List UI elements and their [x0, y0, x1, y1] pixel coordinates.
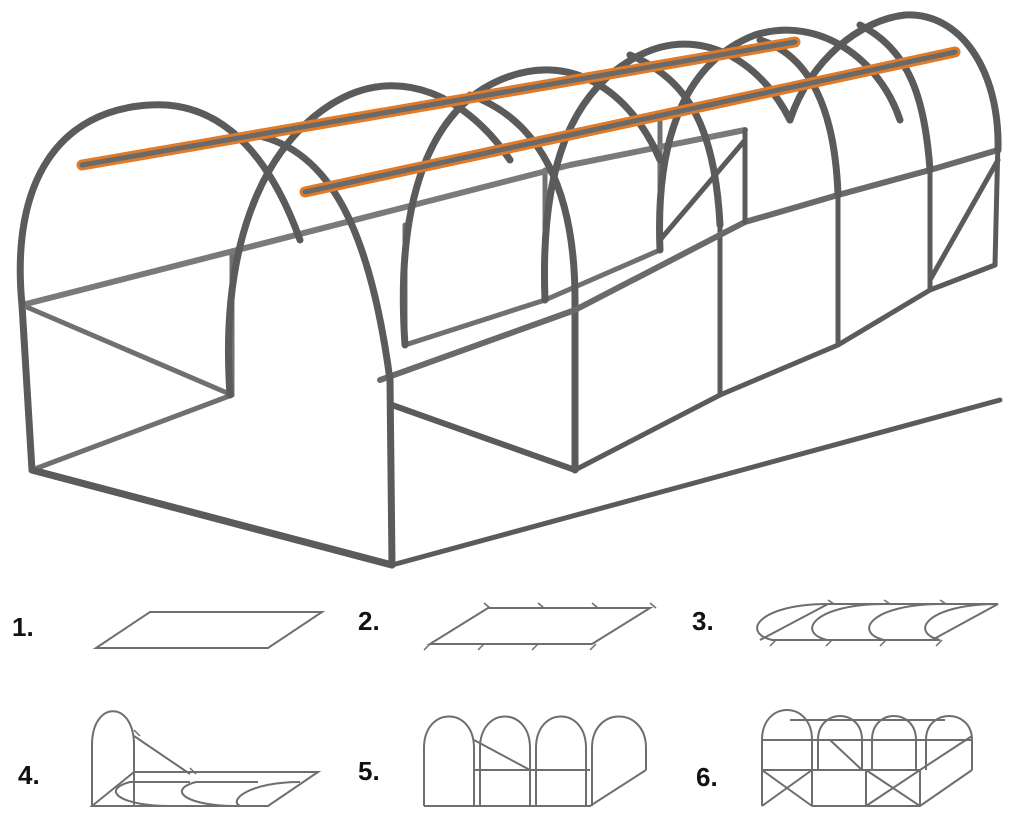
step-schematics: [89, 599, 999, 807]
base-frame: [18, 252, 1003, 569]
lower-rails: [28, 247, 998, 569]
step-3-diagram: [756, 599, 999, 647]
step-6-diagram: [761, 709, 973, 807]
ridge-beams: [76, 36, 961, 198]
step-number-2: 2.: [358, 606, 380, 636]
step-4-diagram: [89, 710, 322, 807]
side-rails: [19, 127, 1001, 383]
step-number-5: 5.: [358, 756, 380, 786]
step-1-diagram: [92, 611, 326, 649]
step-number-6: 6.: [696, 762, 718, 792]
step-number-1: 1.: [12, 612, 34, 642]
step-5-diagram: [423, 715, 647, 807]
greenhouse-frame: [16, 11, 1003, 569]
step-2-diagram: [423, 602, 657, 651]
arches: [16, 11, 1002, 399]
diagonal-braces: [390, 137, 1001, 472]
step-number-3: 3.: [692, 606, 714, 636]
step-number-4: 4.: [18, 760, 40, 790]
